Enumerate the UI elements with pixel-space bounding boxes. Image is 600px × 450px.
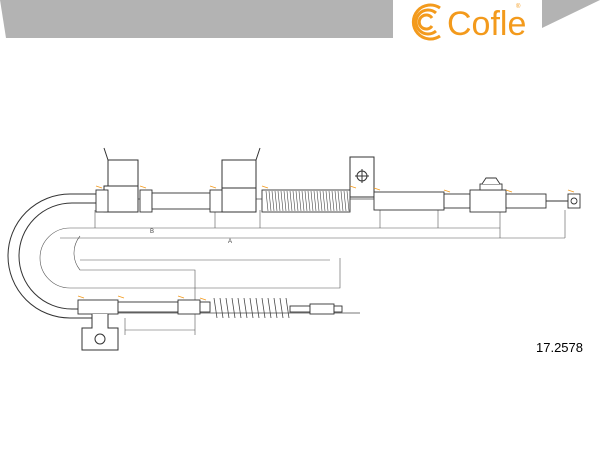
coil-stroke	[346, 190, 350, 212]
brand-logo: Cofle ®	[411, 3, 526, 43]
coil-stroke	[95, 185, 103, 189]
coil-stroke	[279, 297, 284, 319]
coil-stroke	[265, 190, 269, 212]
coil-stroke	[325, 190, 329, 212]
coil-stroke	[267, 297, 272, 319]
bracket-middle	[221, 147, 261, 213]
coil-stroke	[316, 190, 320, 212]
bracket-left	[103, 147, 139, 213]
coil-stroke	[225, 297, 230, 319]
main-cable	[7, 193, 470, 319]
coil-stroke	[177, 295, 185, 299]
coil-stroke	[301, 190, 305, 212]
callout-marks	[77, 185, 575, 301]
coil-stroke	[443, 189, 451, 193]
coil-stroke	[117, 295, 125, 299]
dimension-label-b: B	[150, 229, 154, 235]
logo-registered: ®	[516, 3, 521, 10]
bracket-tab	[349, 156, 375, 198]
coil-stroke	[268, 190, 272, 212]
coil-stroke	[209, 185, 217, 189]
bracket-lower	[81, 314, 119, 351]
coil-stroke	[289, 190, 293, 212]
coil-stroke	[213, 297, 218, 319]
dimension-label-a: A	[228, 239, 232, 245]
coil-stroke	[273, 297, 278, 319]
coil-stroke	[277, 190, 281, 212]
coil-stroke	[310, 190, 314, 212]
coil-stroke	[292, 190, 296, 212]
coil-stroke	[271, 190, 275, 212]
coil-stroke	[373, 187, 381, 191]
coil-stroke	[274, 190, 278, 212]
coil-stroke	[139, 185, 147, 189]
coil-stroke	[199, 297, 207, 301]
logo-wordmark: Cofle	[447, 5, 526, 43]
dimension-lines	[39, 210, 566, 335]
coil-stroke	[337, 190, 341, 212]
coil-stroke	[340, 190, 344, 212]
coil-stroke	[237, 297, 242, 319]
coil-stroke	[295, 190, 299, 212]
coil-stroke	[249, 297, 254, 319]
coil-stroke	[313, 190, 317, 212]
coil-stroke	[286, 190, 290, 212]
coil-stroke	[349, 185, 357, 189]
coil-stroke	[261, 297, 266, 319]
coil-stroke	[331, 190, 335, 212]
spring-coil	[265, 190, 350, 212]
coil-stroke	[283, 190, 287, 212]
coil-stroke	[319, 190, 323, 212]
coil-stroke	[255, 297, 260, 319]
coil-stroke	[77, 295, 85, 299]
part-number: 17.2578	[536, 340, 583, 355]
coil-stroke	[328, 190, 332, 212]
coil-stroke	[322, 190, 326, 212]
coil-stroke	[343, 190, 347, 212]
coil-stroke	[334, 190, 338, 212]
coil-stroke	[298, 190, 302, 212]
coil-stroke	[231, 297, 236, 319]
header-band	[0, 0, 393, 38]
coil-stroke	[307, 190, 311, 212]
logo-c-icon	[411, 3, 441, 41]
lower-fittings	[77, 299, 343, 315]
coil-stroke	[280, 190, 284, 212]
coil-stroke	[285, 297, 290, 319]
coil-stroke	[567, 189, 575, 193]
end-fitting-upper	[469, 177, 581, 213]
header-band-right	[542, 0, 600, 28]
coil-stroke	[219, 297, 224, 319]
coil-stroke	[505, 189, 513, 193]
coil-stroke	[304, 190, 308, 212]
spring-coil-lower	[213, 297, 290, 319]
coil-stroke	[261, 185, 269, 189]
coil-stroke	[243, 297, 248, 319]
